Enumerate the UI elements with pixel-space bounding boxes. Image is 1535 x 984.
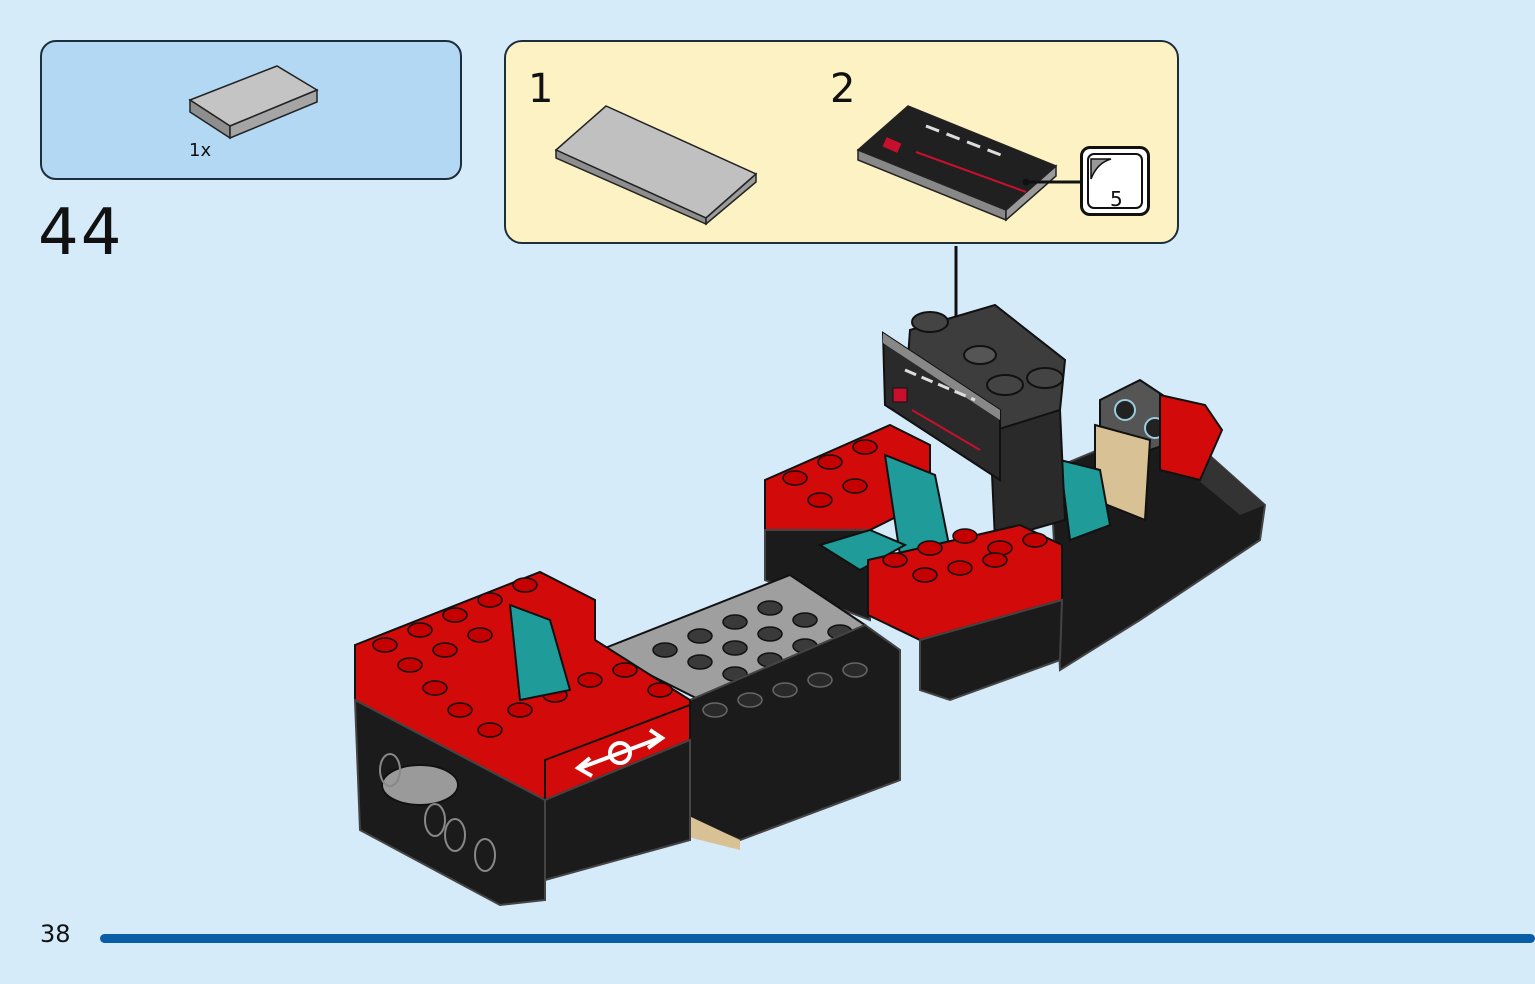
sticker-number: 5 xyxy=(1110,187,1123,211)
page-number: 38 xyxy=(40,920,71,948)
plain-tile-icon xyxy=(554,105,758,226)
sticker-sheet-icon xyxy=(1087,153,1143,209)
sticker-callout: 5 xyxy=(1080,146,1150,216)
substep-2-number: 2 xyxy=(830,66,856,112)
railway-logo-icon xyxy=(574,728,666,778)
dashboard-icon xyxy=(1099,378,1187,457)
part-quantity: 1x xyxy=(189,140,212,161)
sign-panel-icon xyxy=(881,331,1001,482)
grey-tile-part-icon xyxy=(188,65,319,140)
step-number: 44 xyxy=(38,196,124,270)
progress-bar xyxy=(100,934,1535,943)
sticker-peel-icon xyxy=(1090,158,1112,180)
stickered-tile-icon xyxy=(856,105,1084,222)
arrow-head-icon xyxy=(940,338,972,376)
progress-bar-fill xyxy=(100,934,1535,943)
substep-callout: 1 2 5 xyxy=(504,40,1179,244)
substep-1-number: 1 xyxy=(528,66,554,112)
parts-list-box: 1x xyxy=(40,40,462,180)
substep-illustrations xyxy=(554,105,1084,226)
